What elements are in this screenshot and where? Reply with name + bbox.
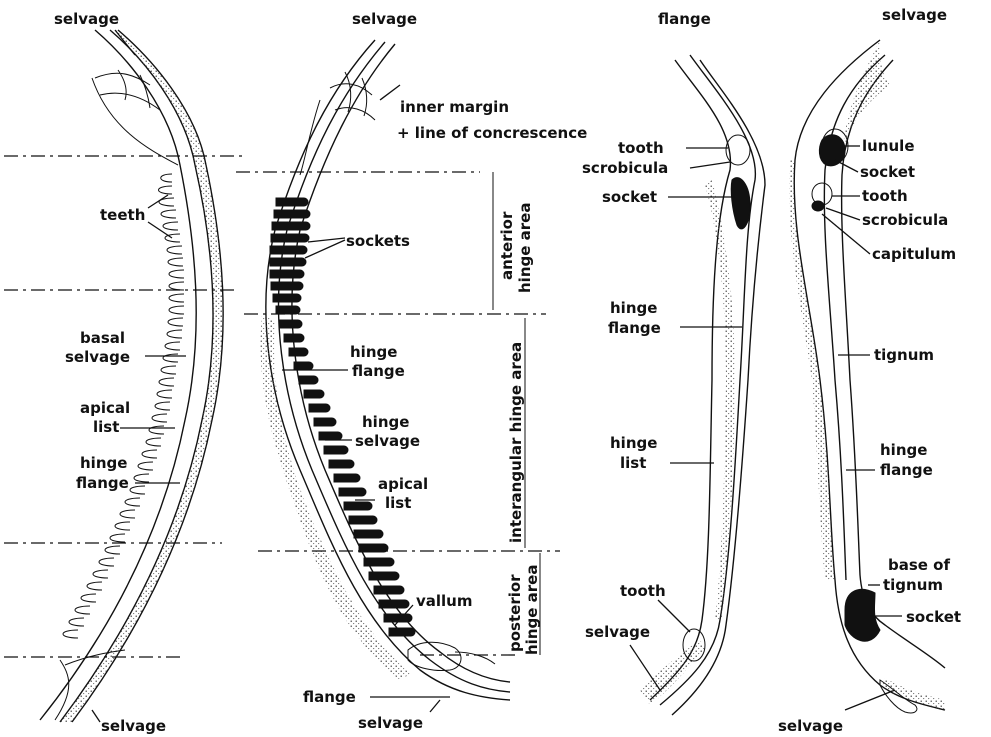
label-second-hinge-selvage-2: selvage — [355, 432, 420, 450]
label-area-posterior-2: hinge area — [523, 565, 541, 655]
label-third-flange: flange — [658, 10, 711, 28]
label-fourth-socket-bottom: socket — [906, 608, 961, 626]
label-left-basal-2: selvage — [65, 348, 130, 366]
label-fourth-tooth: tooth — [862, 187, 908, 205]
label-area-anterior-1: anterior — [498, 211, 516, 280]
label-fourth-tignum: tignum — [874, 346, 934, 364]
label-second-inner-margin: inner margin — [400, 98, 509, 116]
label-fourth-base-tignum-2: tignum — [883, 576, 943, 594]
label-fourth-hinge-flange-1: hinge — [880, 441, 927, 459]
label-third-hinge-flange-2: flange — [608, 319, 661, 337]
label-left-teeth: teeth — [100, 206, 145, 224]
label-third-hinge-list-2: list — [620, 454, 646, 472]
label-second-selvage-top: selvage — [352, 10, 417, 28]
label-left-basal-1: basal — [80, 329, 125, 347]
label-second-hinge-flange-2: flange — [352, 362, 405, 380]
label-second-selvage-bottom: selvage — [358, 714, 423, 732]
label-fourth-socket-top: socket — [860, 163, 915, 181]
label-left-apical-2: list — [93, 418, 119, 436]
label-third-tooth-bottom: tooth — [620, 582, 666, 600]
label-second-vallum: vallum — [416, 592, 473, 610]
label-third-tooth-top: tooth — [618, 139, 664, 157]
label-left-hinge-1: hinge — [80, 454, 127, 472]
label-left-apical-1: apical — [80, 399, 130, 417]
label-fourth-lunule: lunule — [862, 137, 915, 155]
label-second-flange: flange — [303, 688, 356, 706]
label-left-selvage-top: selvage — [54, 10, 119, 28]
label-third-scrobicula: scrobicula — [582, 159, 668, 177]
label-second-sockets: sockets — [346, 232, 410, 250]
label-fourth-selvage-top: selvage — [882, 6, 947, 24]
label-fourth-base-tignum-1: base of — [888, 556, 950, 574]
label-third-hinge-list-1: hinge — [610, 434, 657, 452]
label-area-posterior-1: posterior — [506, 574, 524, 652]
label-third-socket: socket — [602, 188, 657, 206]
label-fourth-scrobicula: scrobicula — [862, 211, 948, 229]
label-second-apical-1: apical — [378, 475, 428, 493]
label-area-interangular: interangular hinge area — [507, 342, 525, 543]
label-fourth-selvage-bottom: selvage — [778, 717, 843, 735]
label-third-hinge-flange-1: hinge — [610, 299, 657, 317]
label-third-selvage: selvage — [585, 623, 650, 641]
label-area-anterior-2: hinge area — [516, 203, 534, 293]
label-fourth-capitulum: capitulum — [872, 245, 956, 263]
left-valve-drawing — [40, 30, 223, 722]
label-second-apical-2: list — [385, 494, 411, 512]
label-fourth-hinge-flange-2: flange — [880, 461, 933, 479]
label-left-hinge-2: flange — [76, 474, 129, 492]
label-second-hinge-flange-1: hinge — [350, 343, 397, 361]
label-second-hinge-selvage-1: hinge — [362, 413, 409, 431]
label-second-concrescence: + line of concrescence — [397, 124, 587, 142]
label-left-selvage-bottom: selvage — [101, 717, 166, 735]
